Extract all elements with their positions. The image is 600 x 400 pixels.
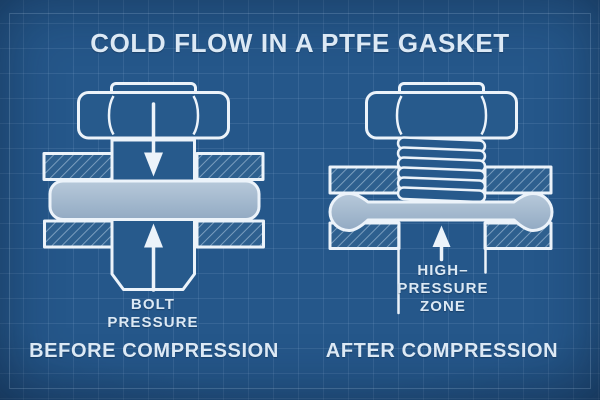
high-pressure-zone-label-line1: HIGH– [417,262,469,279]
page-title: COLD FLOW IN A PTFE GASKET [90,28,510,58]
up-arrow-icon [432,225,451,262]
hex-nut-facet-left [107,95,115,136]
high-pressure-zone-label-line2: PRESSURE [397,280,489,297]
hex-nut-facet-right [192,95,200,136]
flange-plate-bottom-left [43,219,114,249]
hex-nut [365,91,518,140]
bolt-threads [396,136,487,204]
high-pressure-zone-label-line3: ZONE [419,298,467,315]
hex-nut-facet-right [480,95,488,136]
bolt-pressure-label-line1: BOLT [130,296,176,313]
bolt-pressure-label: BOLT PRESSURE [107,296,198,332]
flange-plate-top-right [483,165,553,195]
flange-plate-bottom-right [195,219,265,249]
bolt-pressure-label-line2: PRESSURE [107,314,199,331]
before-caption: BEFORE COMPRESSION [29,340,279,362]
flange-plate-top-right [195,152,265,181]
flange-plate-top-left [328,165,401,195]
after-caption: AFTER COMPRESSION [325,340,559,362]
flange-plate-top-left [42,152,114,181]
hex-nut-facet-left [395,95,403,136]
ptfe-gasket-compressed-coldflow [328,192,554,232]
up-arrow-icon [144,223,163,292]
before-panel [42,82,265,292]
down-arrow-icon [144,102,163,177]
ptfe-gasket-uncompressed [48,179,261,221]
after-panel [328,82,554,315]
high-pressure-zone-label: HIGH– PRESSURE ZONE [397,262,488,316]
